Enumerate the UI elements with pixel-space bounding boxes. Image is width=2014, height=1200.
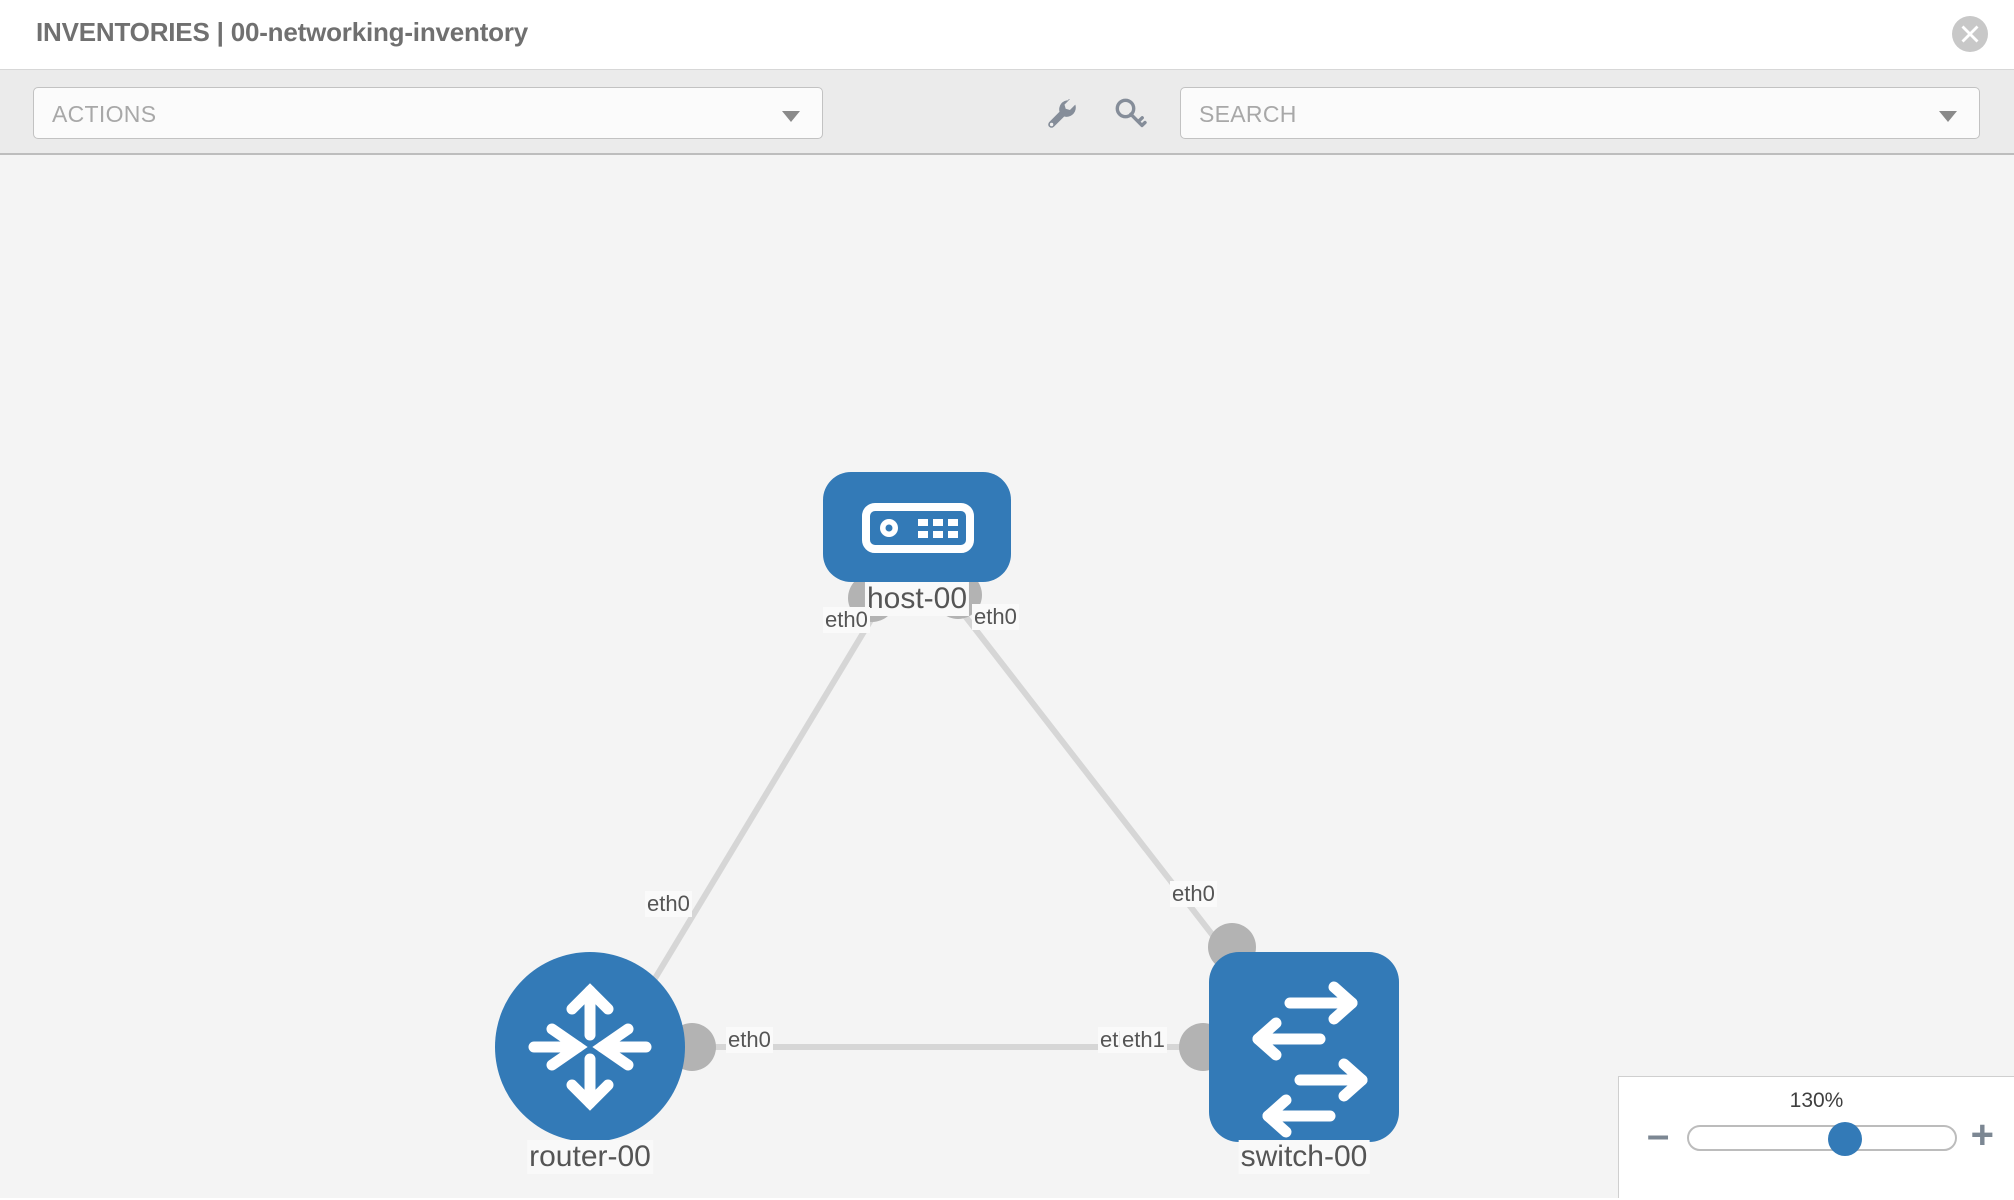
plus-icon[interactable]: +: [1970, 1113, 1994, 1157]
key-icon[interactable]: [1112, 96, 1148, 132]
actions-dropdown-label: ACTIONS: [52, 101, 157, 127]
minus-icon[interactable]: –: [1647, 1113, 1670, 1157]
iface-label-host00-eth0-left: eth0: [823, 607, 870, 633]
node-switch-00[interactable]: [1209, 952, 1399, 1142]
node-label-router-00: router-00: [527, 1140, 653, 1174]
page-header: INVENTORIES | 00-networking-inventory: [0, 0, 2014, 70]
page-title: INVENTORIES | 00-networking-inventory: [36, 17, 529, 47]
node-host-00[interactable]: [823, 472, 1011, 582]
iface-label-switch00-eth1: eth1: [1120, 1027, 1167, 1053]
close-x-glyph: [1961, 25, 1979, 43]
close-icon[interactable]: [1952, 16, 1988, 52]
search-chevron-down-icon[interactable]: [1939, 111, 1957, 122]
server-device-icon: [862, 503, 974, 553]
zoom-control-panel: 130% – +: [1618, 1076, 2014, 1198]
topology-toolbar: ACTIONS SEARCH: [0, 70, 2014, 155]
key-glyph: [1115, 98, 1147, 128]
router-arrows-icon: [528, 983, 652, 1111]
node-router-00[interactable]: [495, 952, 685, 1142]
wrench-glyph: [1048, 99, 1076, 128]
chevron-down-icon: [782, 111, 800, 122]
iface-label-host00-eth0-right: eth0: [972, 604, 1019, 630]
edge-host00-router00[interactable]: [642, 603, 883, 997]
switch-arrows-icon: [1252, 981, 1368, 1138]
zoom-slider-thumb[interactable]: [1828, 1122, 1863, 1156]
topology-canvas[interactable]: host-00 router-00 switch-00 eth0 eth0 et…: [0, 155, 2014, 1198]
topology-graph: [495, 472, 1399, 1142]
zoom-slider[interactable]: [1687, 1122, 1957, 1156]
wrench-icon[interactable]: [1044, 96, 1080, 132]
iface-label-switch00-eth0-uplink: eth0: [1170, 881, 1217, 907]
search-input[interactable]: SEARCH: [1180, 87, 1980, 139]
iface-label-router00-eth0-uplink: eth0: [645, 891, 692, 917]
iface-label-router00-eth0: eth0: [726, 1027, 773, 1053]
topology-edges: [642, 601, 1231, 1050]
zoom-percent-label: 130%: [1789, 1089, 1844, 1112]
topology-ports: [668, 571, 1256, 1071]
node-label-host-00: host-00: [864, 582, 970, 616]
search-placeholder-label: SEARCH: [1199, 101, 1297, 127]
actions-dropdown[interactable]: ACTIONS: [33, 87, 823, 139]
node-label-switch-00: switch-00: [1238, 1140, 1370, 1174]
